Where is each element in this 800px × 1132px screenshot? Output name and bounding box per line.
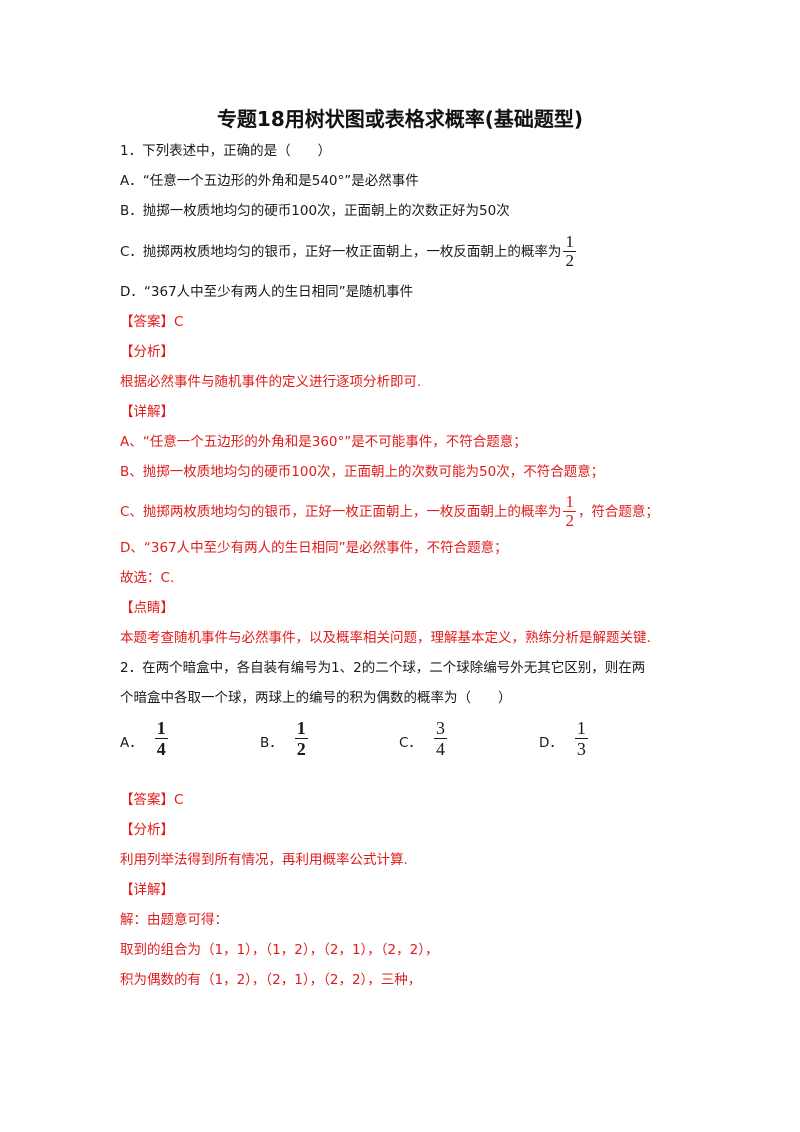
fraction-bar: [563, 251, 576, 252]
fraction-bar: [574, 738, 588, 739]
q1-detail-tag: 【详解】: [120, 404, 174, 420]
q1-option-c-text: C．抛掷两枚质地均匀的银币，正好一枚正面朝上，一枚反面朝上的概率为: [120, 243, 562, 260]
fraction-numerator: 1: [576, 718, 586, 738]
q2-option-c: C． 3 4: [399, 718, 449, 759]
fraction-denominator: 2: [565, 511, 574, 530]
q1-stem: 1．下列表述中，正确的是（ ）: [120, 143, 332, 159]
answer-tag: 【答案】: [120, 792, 174, 808]
q1-comment-text: 本题考查随机事件与必然事件，以及概率相关问题，理解基本定义，熟练分析是解题关键.: [120, 630, 651, 646]
q1-option-c: C．抛掷两枚质地均匀的银币，正好一枚正面朝上，一枚反面朝上的概率为 1 2: [120, 233, 578, 270]
q2-answer: 【答案】C: [120, 790, 183, 810]
q1-analysis-tag: 【分析】: [120, 344, 174, 360]
q1-detail-c-post: ，符合题意；: [577, 503, 659, 520]
q2-detail-line2: 取到的组合为（1，1），（1，2），（2，1），（2，2），: [120, 942, 439, 958]
option-fraction: 3 4: [433, 718, 447, 759]
option-label: B．: [260, 735, 283, 751]
option-fraction: 1 3: [574, 718, 588, 759]
answer-tag: 【答案】: [120, 314, 174, 330]
q1-option-b: B．抛掷一枚质地均匀的硬币100次，正面朝上的次数正好为50次: [120, 203, 510, 219]
fraction-denominator: 4: [156, 739, 166, 759]
q1-detail-c: C、抛掷两枚质地均匀的银币，正好一枚正面朝上，一枚反面朝上的概率为 1 2 ，符…: [120, 493, 659, 530]
q1-option-a: A．“任意一个五边形的外角和是540°”是必然事件: [120, 173, 419, 189]
q1-option-c-fraction: 1 2: [563, 233, 576, 270]
q2-detail-tag: 【详解】: [120, 882, 174, 898]
fraction-bar: [563, 511, 576, 512]
q1-detail-d: D、“367人中至少有两人的生日相同”是必然事件，不符合题意；: [120, 540, 508, 556]
q2-option-d: D． 1 3: [539, 718, 590, 759]
fraction-denominator: 2: [565, 251, 574, 270]
option-fraction: 1 2: [294, 718, 308, 759]
fraction-denominator: 2: [296, 739, 306, 759]
option-label: C．: [399, 735, 422, 751]
q2-detail-line3: 积为偶数的有（1，2），（2，1），（2，2），三种，: [120, 972, 422, 988]
fraction-numerator: 1: [565, 492, 574, 511]
fraction-denominator: 4: [435, 739, 445, 759]
q2-option-b: B． 1 2: [260, 718, 310, 759]
q1-comment-tag: 【点睛】: [120, 600, 174, 616]
q1-detail-a: A、“任意一个五边形的外角和是360°”是不可能事件，不符合题意；: [120, 434, 527, 450]
q1-option-d: D．“367人中至少有两人的生日相同”是随机事件: [120, 284, 414, 300]
fraction-numerator: 1: [565, 232, 574, 251]
q1-choose: 故选：C.: [120, 570, 175, 586]
q1-analysis-text: 根据必然事件与随机事件的定义进行逐项分析即可.: [120, 374, 422, 390]
fraction-numerator: 3: [435, 718, 445, 738]
q2-analysis-text: 利用列举法得到所有情况，再利用概率公式计算.: [120, 852, 408, 868]
page-title: 专题18用树状图或表格求概率(基础题型): [216, 107, 584, 131]
fraction-bar: [154, 738, 168, 739]
q1-answer: 【答案】C: [120, 312, 183, 332]
q2-option-a: A． 1 4: [120, 718, 170, 759]
q1-detail-c-pre: C、抛掷两枚质地均匀的银币，正好一枚正面朝上，一枚反面朝上的概率为: [120, 503, 562, 520]
fraction-bar: [433, 738, 447, 739]
q1-detail-b: B、抛掷一枚质地均匀的硬币100次，正面朝上的次数可能为50次，不符合题意；: [120, 464, 605, 480]
q2-detail-line1: 解：由题意可得：: [120, 912, 228, 928]
q2-stem-line1: 2．在两个暗盒中，各自装有编号为1、2的二个球，二个球除编号外无其它区别，则在两: [120, 660, 646, 676]
option-label: D．: [539, 735, 563, 751]
q1-detail-c-fraction: 1 2: [563, 493, 576, 530]
answer-value: C: [174, 792, 184, 808]
q2-stem-line2: 个暗盒中各取一个球，两球上的编号的积为偶数的概率为（ ）: [120, 690, 512, 706]
fraction-numerator: 1: [156, 718, 166, 738]
option-fraction: 1 4: [154, 718, 168, 759]
fraction-numerator: 1: [296, 718, 306, 738]
fraction-denominator: 3: [576, 739, 586, 759]
option-label: A．: [120, 735, 143, 751]
fraction-bar: [294, 738, 308, 739]
answer-value: C: [174, 314, 184, 330]
q2-analysis-tag: 【分析】: [120, 822, 174, 838]
